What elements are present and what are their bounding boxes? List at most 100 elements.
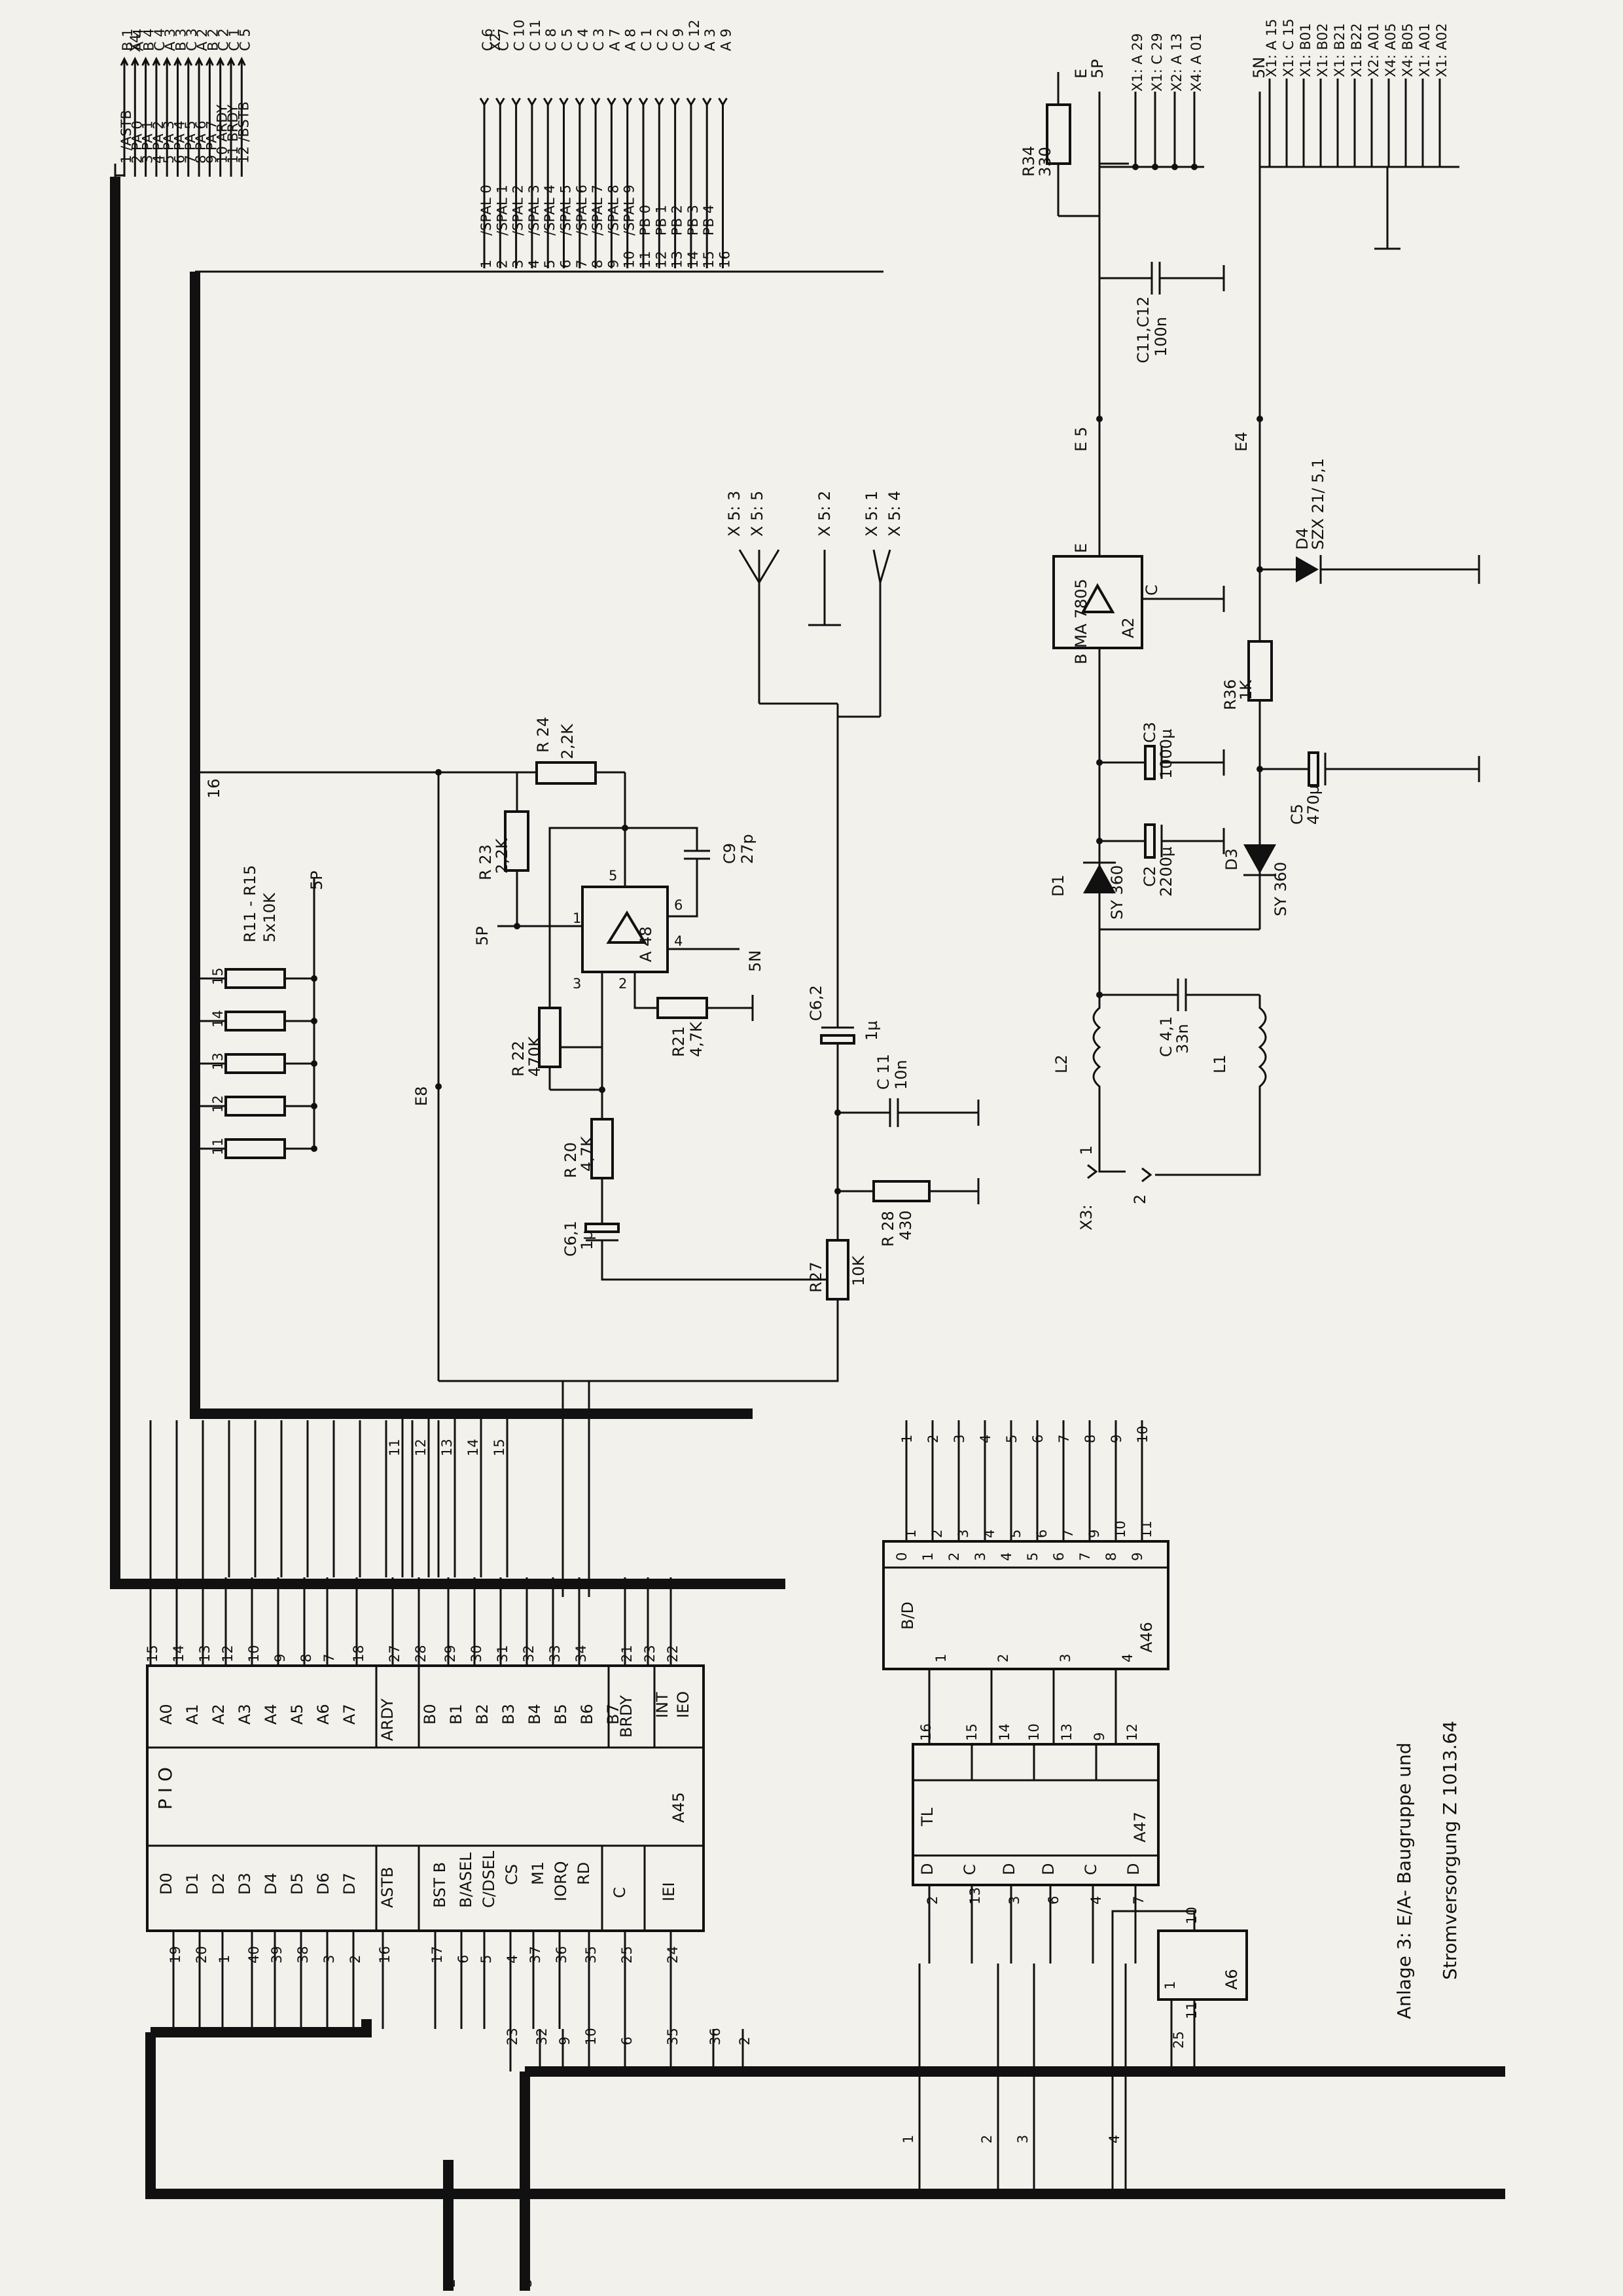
pio-pin-b: B6: [578, 1704, 596, 1725]
r11-value: 5x10K: [260, 892, 279, 942]
x2-row-pin: C 1: [639, 28, 654, 51]
n5-tap-label: X1: A02: [1434, 23, 1450, 77]
a46-in-pin: 1: [933, 1654, 949, 1662]
x2-row-label: /SPAL 5: [558, 185, 574, 236]
pio-ardy: ARDY: [378, 1698, 397, 1741]
p5-tap-dot: [1152, 164, 1158, 170]
a47-top-pin: 10: [1026, 1723, 1042, 1741]
net-16-label: 16: [205, 778, 223, 798]
x2-row-num: 14: [685, 251, 701, 268]
r-array-num: 14: [210, 1010, 226, 1028]
r21-ref: R21: [669, 1026, 688, 1057]
x2-arrow: [654, 98, 664, 107]
a46-out-label: 5: [1025, 1552, 1041, 1561]
bottom-net-num: 32: [534, 2028, 550, 2045]
pio-pin-b: B3: [499, 1704, 518, 1725]
buses: [110, 177, 1505, 2291]
x2-arrow: [686, 98, 696, 107]
a46-out-num: 6: [1030, 1435, 1046, 1443]
r20-value: 4,7K: [578, 1136, 596, 1172]
op-pin-1: 1: [573, 910, 581, 926]
pio-top-pin-num: 29: [442, 1645, 458, 1662]
resistor-r24: [535, 761, 597, 785]
x2-row-label: /SPAL 0: [478, 185, 494, 236]
c2-ref: C2: [1141, 866, 1159, 887]
resistor-r23: [504, 810, 529, 872]
pio-bottom-pin-num: 38: [295, 1946, 311, 1964]
x4-row-label: 12 /BSTB: [236, 101, 251, 164]
a46-ref: A46: [1137, 1622, 1156, 1653]
pio-pin-d: D5: [288, 1873, 306, 1895]
x4-row-pin: A 3: [162, 29, 178, 51]
x4-row-pin: C 1: [226, 28, 242, 51]
r28-ref: R 28: [879, 1211, 897, 1247]
x2-arrow: [638, 98, 649, 107]
x5-pin-4: X 5: 4: [885, 491, 904, 537]
x4-row-label: 5 PA 3: [161, 120, 177, 164]
x2-row-pin: C 6: [480, 28, 495, 51]
r-array-num: 12: [210, 1095, 226, 1113]
n5-tap-label: X1: A01: [1417, 23, 1433, 77]
connector-x2: 1/SPAL 0C 62/SPAL 1C 73/SPAL 2C 104/SPAL…: [195, 20, 883, 273]
pio-ctrl-pin: IEI: [660, 1882, 678, 1901]
c41-ref: C 4,1: [1157, 1016, 1175, 1057]
a6-pin-11: 11: [1184, 2001, 1200, 2019]
pio-top-pin-num: 28: [413, 1645, 429, 1662]
x3-label: X3:: [1077, 1204, 1096, 1230]
a47-in-label: C: [1082, 1864, 1100, 1875]
x2-row-num: 13: [669, 251, 685, 268]
resistor-r28: [872, 1180, 931, 1202]
pio-ctrl-pin: IORQ: [552, 1861, 570, 1901]
a46-out-num: 10: [1135, 1426, 1150, 1443]
r11-ref: R11 - R15: [241, 865, 259, 942]
x2-row-label: PB 4: [701, 205, 717, 236]
resistor-r21: [656, 997, 708, 1019]
caption: Anlage 3: E/A- Baugruppe und Stromversor…: [1393, 1721, 1461, 2019]
n5-tap-label: X1: B01: [1298, 23, 1313, 77]
a47-top-pin: 15: [964, 1723, 980, 1741]
bottom-net-num: 35: [665, 2028, 681, 2045]
r11-5p: 5P: [308, 870, 326, 890]
x3-pin1: 1: [1077, 1145, 1096, 1155]
pio-pin-d: D7: [340, 1873, 359, 1895]
pio-pin-a: A4: [262, 1704, 280, 1725]
caption-line2: Stromversorgung Z 1013.64: [1439, 1721, 1461, 1980]
c62-ref: C6,2: [807, 985, 825, 1021]
x2-row-num: 1: [478, 260, 494, 268]
a46-out-num: 4: [978, 1435, 993, 1443]
x4-arrow: [194, 56, 204, 66]
pio-pin-d: D0: [157, 1873, 175, 1895]
x4-row-label: 3 PA 1: [140, 120, 156, 164]
pio-bottom-pin-num: 3: [321, 1955, 337, 1964]
a47-bottom-pin: 7: [1131, 1896, 1147, 1905]
x2-arrow: [718, 98, 728, 107]
a46-out-num: 8: [1082, 1435, 1098, 1443]
op-pin-2: 2: [618, 976, 627, 992]
pio-ieo: IEO: [674, 1691, 692, 1718]
a46-out-label: 3: [972, 1552, 988, 1561]
x2-row-pin: C 11: [527, 20, 543, 51]
x2-row-label: /SPAL 3: [526, 185, 542, 236]
l2-label: L2: [1052, 1054, 1071, 1073]
caption-line1: Anlage 3: E/A- Baugruppe und: [1393, 1742, 1415, 2019]
r-array-num: 15: [210, 967, 226, 985]
a46-in-pin: 4: [1120, 1654, 1135, 1662]
x2-row-pin: A 9: [719, 29, 734, 51]
a6-ref: A6: [1222, 1969, 1241, 1990]
c11b-ref: C 11: [874, 1054, 893, 1090]
x4-arrow: [184, 56, 193, 66]
pio-ctrl-pin: C: [611, 1887, 629, 1898]
reg-part: MA 7805: [1072, 579, 1090, 648]
reg-pin-b: B: [1072, 654, 1090, 664]
a46-out-label: 1: [920, 1552, 936, 1561]
a46-outline: [882, 1540, 1169, 1670]
x4-row-pin: B 1: [120, 29, 135, 51]
x4-arrow: [173, 56, 182, 66]
r23-ref: R 23: [476, 844, 495, 880]
x4-row-pin: C 2: [216, 28, 232, 51]
resistor-r27: [826, 1239, 849, 1300]
pio-pin-b: B1: [447, 1704, 465, 1725]
